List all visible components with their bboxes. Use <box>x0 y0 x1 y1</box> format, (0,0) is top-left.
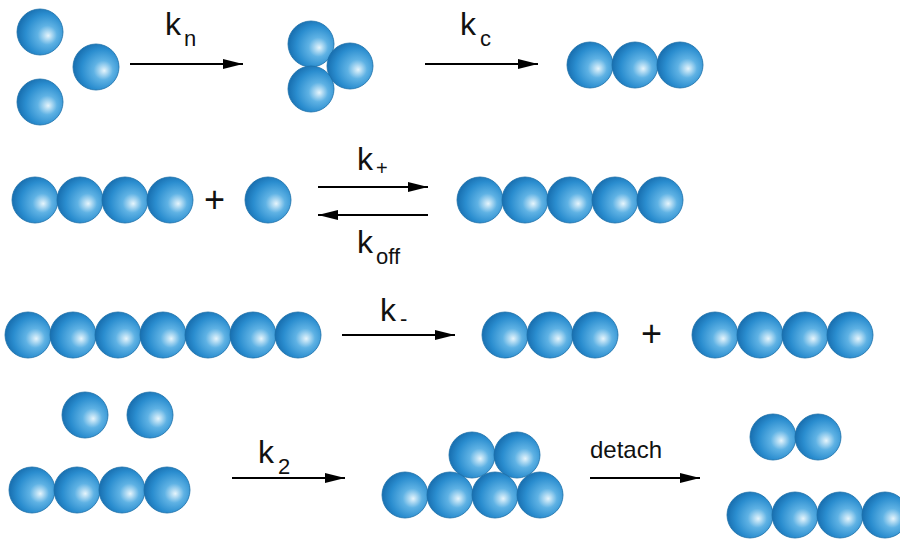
monomer-sphere <box>17 79 63 125</box>
rate-subscript: off <box>376 246 400 268</box>
monomer-sphere <box>147 177 193 223</box>
rate-constant: k <box>357 226 373 258</box>
rate-constant: k <box>165 8 181 40</box>
monomer-sphere <box>727 492 773 538</box>
monomer-sphere <box>382 472 428 518</box>
monomer-sphere <box>245 177 291 223</box>
rate-subscript: n <box>184 28 196 50</box>
rate-subscript: c <box>480 28 491 50</box>
rate-constant: k <box>460 8 476 40</box>
plus-sign: + <box>204 182 225 218</box>
monomer-sphere <box>572 312 618 358</box>
monomer-sphere <box>657 42 703 88</box>
monomer-sphere <box>472 472 518 518</box>
monomer-sphere <box>457 177 503 223</box>
monomer-sphere <box>737 312 783 358</box>
monomer-sphere <box>482 312 528 358</box>
monomer-sphere <box>750 414 796 460</box>
monomer-sphere <box>567 42 613 88</box>
monomer-sphere <box>494 432 540 478</box>
plus-sign: + <box>641 316 662 352</box>
monomer-sphere <box>612 42 658 88</box>
rate-constant: k <box>380 294 396 326</box>
monomer-sphere <box>95 312 141 358</box>
monomer-sphere <box>5 312 51 358</box>
reaction-arrow <box>425 63 538 65</box>
monomer-sphere <box>782 312 828 358</box>
reaction-arrow <box>318 214 428 216</box>
monomer-sphere <box>772 492 818 538</box>
monomer-sphere <box>230 312 276 358</box>
monomer-sphere <box>288 21 334 67</box>
monomer-sphere <box>54 467 100 513</box>
rate-subscript: 2 <box>278 456 290 478</box>
rate-constant: k <box>357 143 373 175</box>
monomer-sphere <box>57 177 103 223</box>
monomer-sphere <box>50 312 96 358</box>
monomer-sphere <box>99 467 145 513</box>
monomer-sphere <box>127 392 173 438</box>
monomer-sphere <box>288 66 334 112</box>
reaction-arrow <box>590 477 700 479</box>
rate-constant: k <box>258 436 274 468</box>
monomer-sphere <box>449 432 495 478</box>
reaction-arrow <box>130 63 243 65</box>
monomer-sphere <box>637 177 683 223</box>
monomer-sphere <box>502 177 548 223</box>
monomer-sphere <box>12 177 58 223</box>
monomer-sphere <box>547 177 593 223</box>
reaction-arrow <box>318 186 428 188</box>
monomer-sphere <box>73 44 119 90</box>
monomer-sphere <box>862 492 900 538</box>
monomer-sphere <box>102 177 148 223</box>
monomer-sphere <box>140 312 186 358</box>
monomer-sphere <box>9 467 55 513</box>
monomer-sphere <box>795 414 841 460</box>
monomer-sphere <box>827 312 873 358</box>
monomer-sphere <box>144 467 190 513</box>
monomer-sphere <box>62 392 108 438</box>
monomer-sphere <box>817 492 863 538</box>
rate-subscript: - <box>400 308 407 330</box>
monomer-sphere <box>17 9 63 55</box>
monomer-sphere <box>327 43 373 89</box>
monomer-sphere <box>185 312 231 358</box>
monomer-sphere <box>517 472 563 518</box>
reaction-arrow <box>342 334 455 336</box>
rate-subscript: + <box>376 158 388 178</box>
monomer-sphere <box>427 472 473 518</box>
monomer-sphere <box>527 312 573 358</box>
monomer-sphere <box>592 177 638 223</box>
monomer-sphere <box>692 312 738 358</box>
step-label: detach <box>590 438 662 462</box>
monomer-sphere <box>275 312 321 358</box>
